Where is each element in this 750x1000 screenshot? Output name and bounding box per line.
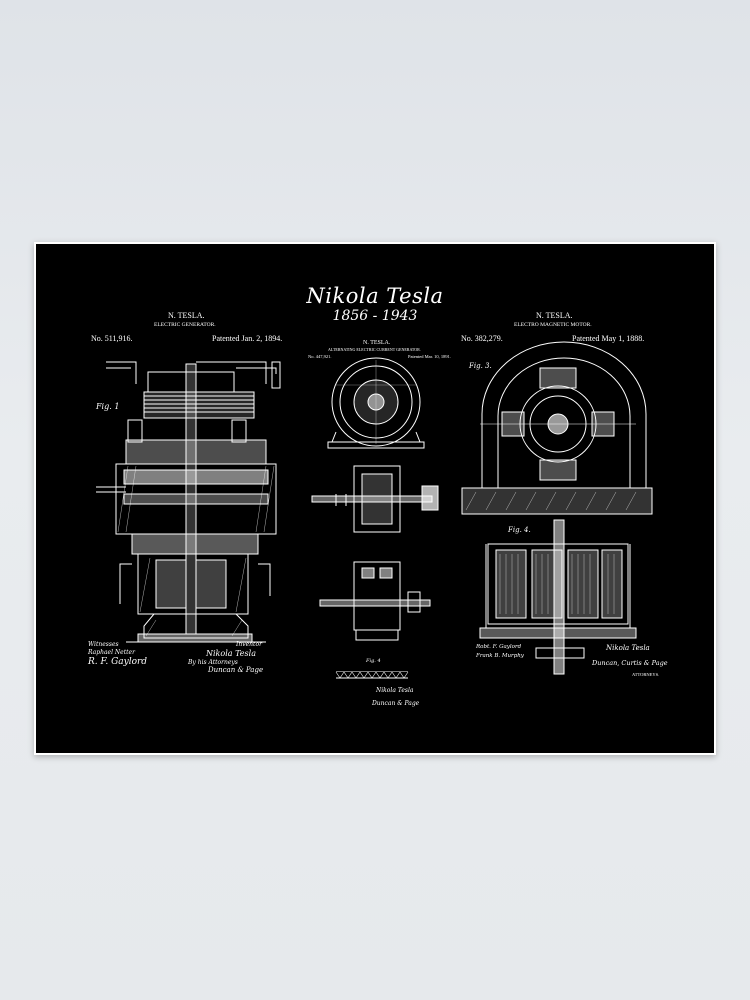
poster-years: 1856 - 1943 (332, 308, 418, 324)
left-inventor-signature: Nikola Tesla (206, 649, 256, 658)
center-fig-label: Fig. 4 (366, 658, 381, 664)
right-attorneys-label: ATTORNEYS. (632, 672, 660, 677)
right-fig3-label: Fig. 3. (469, 362, 492, 370)
left-attorneys-label: By his Attorneys (188, 659, 238, 666)
center-inventor: N. TESLA. (363, 340, 391, 346)
right-patent-name: ELECTRO MAGNETIC MOTOR. (514, 322, 592, 328)
center-patent-number: No. 447,921. (308, 354, 332, 359)
left-witness-1: Raphael Netter (88, 649, 135, 656)
right-fig4-label: Fig. 4. (508, 526, 531, 534)
right-witness-2: Frank B. Murphy (476, 653, 524, 659)
poster-artwork: Nikola Tesla 1856 - 1943 N. TESLA. ELECT… (36, 244, 714, 753)
left-generator-drawing (96, 361, 281, 643)
poster-title: Nikola Tesla (306, 284, 444, 308)
left-witnesses-label: Witnesses (88, 641, 119, 648)
right-patent-date: Patented May 1, 1888. (572, 334, 645, 343)
center-patent-name: ALTERNATING ELECTRIC CURRENT GENERATOR. (328, 347, 421, 352)
center-attorneys-signature: Duncan & Page (372, 700, 420, 707)
left-inventor-label: Inventor (236, 641, 262, 648)
left-fig-label: Fig. 1 (96, 402, 120, 411)
right-witness-1: Robt. F. Gaylord (476, 644, 522, 650)
right-patent-number: No. 382,279. (461, 334, 503, 343)
center-generator-drawing (311, 357, 439, 679)
right-inventor: N. TESLA. (536, 311, 573, 320)
right-inventor-signature: Nikola Tesla (606, 644, 650, 652)
left-patent-name: ELECTRIC GENERATOR. (154, 322, 216, 328)
poster-frame: Nikola Tesla 1856 - 1943 N. TESLA. ELECT… (34, 242, 716, 755)
center-inventor-signature: Nikola Tesla (376, 687, 414, 694)
right-attorneys-signature: Duncan, Curtis & Page (592, 659, 668, 667)
left-inventor: N. TESLA. (168, 311, 205, 320)
left-patent-date: Patented Jan. 2, 1894. (212, 334, 283, 343)
left-patent-number: No. 511,916. (91, 334, 133, 343)
center-patent-date: Patented Mar. 10, 1891. (408, 354, 451, 359)
right-motor-drawing (461, 341, 653, 675)
left-witness-2: R. F. Gaylord (88, 657, 148, 667)
left-attorneys-signature: Duncan & Page (208, 666, 264, 674)
